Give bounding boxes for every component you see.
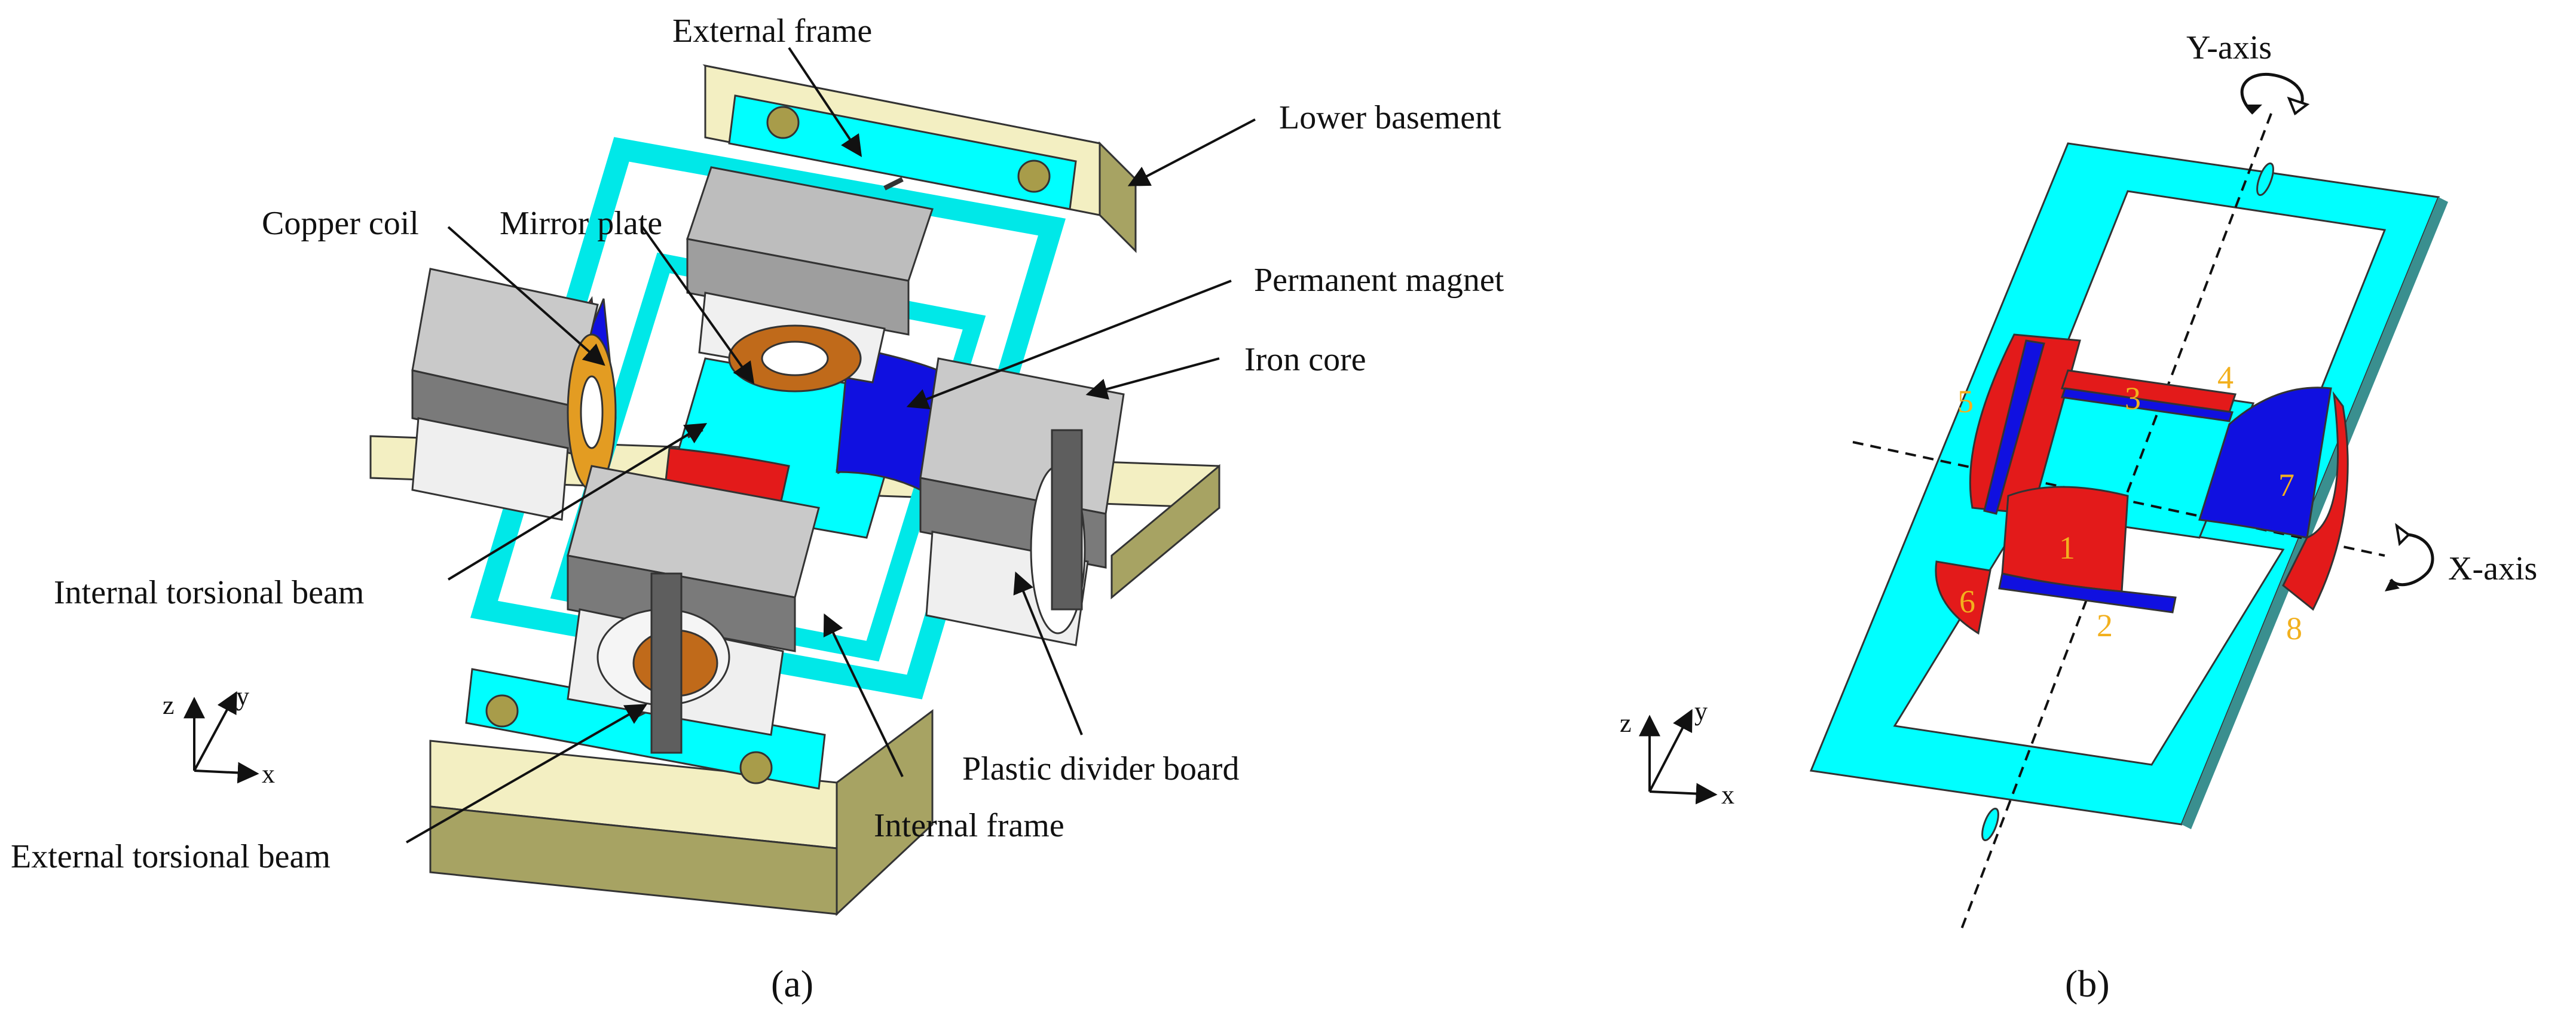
panel-b-diagram: 1 2 3 4 5 6 7 8 Y-axis X-axis z y x: [1620, 29, 2537, 1005]
panel-a-diagram: External frame Lower basement Copper coi…: [11, 13, 1504, 1005]
label-external-frame: External frame: [672, 13, 872, 50]
magnet-number-1: 1: [2059, 530, 2075, 566]
external-beam-mark: [883, 177, 904, 191]
label-permanent-magnet: Permanent magnet: [1254, 262, 1504, 299]
axis-label-z-b: z: [1620, 709, 1632, 738]
label-mirror-plate: Mirror plate: [500, 205, 662, 242]
mounting-hole: [485, 694, 519, 728]
label-x-axis: X-axis: [2448, 550, 2537, 587]
leader-lines-a: [406, 47, 1256, 844]
magnet-number-4: 4: [2217, 360, 2234, 395]
coordinate-axes-b: z y x: [1620, 697, 1734, 810]
magnet-number-8: 8: [2286, 611, 2302, 646]
magnet-number-7: 7: [2278, 467, 2294, 503]
coordinate-axes-a: z y x: [163, 682, 275, 789]
magnet-number-2: 2: [2097, 608, 2113, 643]
axis-label-y-b: y: [1694, 697, 1708, 726]
caption-a: (a): [771, 962, 813, 1005]
label-external-torsional-beam: External torsional beam: [11, 838, 331, 875]
label-y-axis: Y-axis: [2186, 29, 2272, 66]
mounting-hole: [739, 751, 773, 784]
magnet-number-5: 5: [1957, 384, 1974, 419]
mounting-hole: [766, 106, 800, 139]
label-internal-torsional-beam: Internal torsional beam: [54, 574, 364, 611]
label-iron-core: Iron core: [1244, 341, 1366, 378]
caption-b: (b): [2065, 962, 2110, 1005]
label-internal-frame: Internal frame: [874, 807, 1064, 844]
axis-label-x-a: x: [262, 759, 275, 789]
axis-label-z-a: z: [163, 691, 175, 720]
axis-label-y-a: y: [236, 682, 249, 711]
label-lower-basement: Lower basement: [1279, 99, 1501, 136]
axis-label-x-b: x: [1721, 780, 1734, 810]
magnet-number-3: 3: [2125, 381, 2141, 416]
magnets-b: [1935, 333, 2349, 635]
label-copper-coil: Copper coil: [262, 205, 419, 242]
label-plastic-divider-board: Plastic divider board: [962, 750, 1239, 787]
iron-cores: [411, 166, 1125, 754]
mounting-hole: [1017, 160, 1051, 193]
rotation-arrow-x: [2385, 523, 2434, 591]
rotation-arrow-y: [2240, 72, 2310, 116]
magnet-number-6: 6: [1959, 584, 1975, 620]
